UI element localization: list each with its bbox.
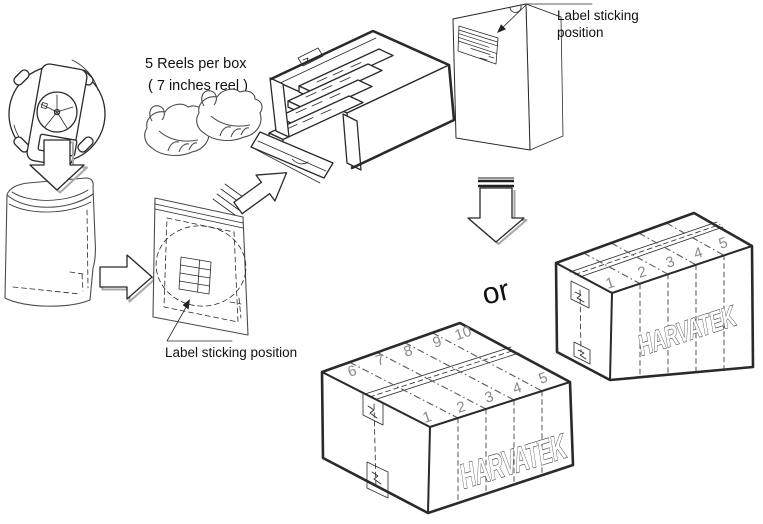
carton-small-icon: 1 2 3 4 5 HARVATEK [554,211,755,382]
box-flap [250,131,334,184]
reel-trays [268,48,394,147]
right-arrow-icon [99,254,156,303]
reels-per-box-note-line1: 5 Reels per box [145,56,247,72]
diagonal-arrow-icon [212,172,288,216]
svg-text:10: 10 [453,323,474,344]
down-arrow-icon [29,139,89,194]
box-label [457,25,499,65]
open-bag-icon [4,177,96,307]
leader-arrow-icon [497,3,593,33]
label-grid-icon [178,256,212,295]
carton-large-icon: 6 7 8 9 10 1 2 3 4 5 HARVATEK [320,321,575,515]
hands-icon [144,88,263,157]
or-label: or [479,273,512,311]
carton-large-numbers-far: 6 7 8 9 10 [346,323,474,381]
reel-box-closed-icon [452,3,564,151]
label-sticking-note-top-line1: Label sticking [557,8,639,23]
label-sticking-note-bottom: Label sticking position [165,345,297,360]
sealed-bag-icon [152,197,249,336]
leader-arrow-icon [166,299,233,342]
down-arrow-icon [467,177,528,246]
reel-box-open-icon [250,29,456,184]
label-sticking-note-top-line2: position [557,25,604,40]
reels-per-box-note-line2: ( 7 inches reel ) [148,78,248,94]
